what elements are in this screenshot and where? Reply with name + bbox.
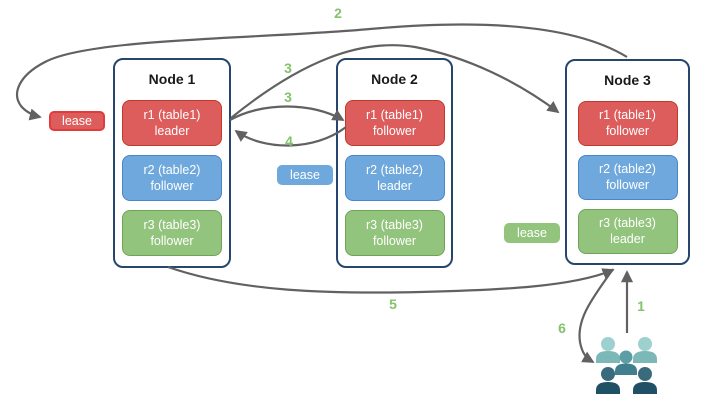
replica-role: follower	[372, 124, 417, 138]
step-label-6: 6	[558, 320, 566, 336]
node-1-title: Node 1	[148, 71, 196, 87]
arrow-step-5	[167, 265, 615, 294]
replica-name: r3 (table3)	[366, 217, 423, 232]
lease-badge-blue: lease	[277, 165, 333, 185]
replica-role: leader	[610, 232, 645, 247]
replica-name: r1 (table1)	[143, 107, 201, 122]
replica-name: r1 (table1)	[599, 107, 656, 122]
node-1: Node 1 r1 (table1) leader r2 (table2) fo…	[113, 58, 231, 268]
user-figure	[596, 367, 620, 394]
users-group-icon	[596, 337, 657, 394]
node-3-replica-r2: r2 (table2) follower	[577, 154, 678, 200]
replica-name: r2 (table2)	[599, 162, 656, 177]
node-2-replica-r2: r2 (table2) leader	[344, 155, 445, 201]
node-3: Node 3 r1 (table1) follower r2 (table2) …	[565, 59, 690, 265]
replica-role: follower	[150, 179, 194, 193]
step-label-2: 2	[334, 5, 342, 21]
user-figure	[615, 350, 637, 375]
node-2-title: Node 2	[371, 71, 418, 87]
user-figure	[633, 337, 657, 363]
replica-role: leader	[154, 124, 190, 138]
node-1-replica-r3: r3 (table3) follower	[122, 210, 222, 256]
replica-name: r2 (table2)	[143, 162, 201, 177]
lease-badge-red: lease	[49, 111, 105, 131]
step-label-3a: 3	[284, 60, 292, 76]
step-label-4: 4	[285, 133, 293, 149]
node-2-replica-r1: r1 (table1) follower	[344, 100, 445, 146]
lease-badge-green: lease	[504, 223, 560, 243]
node-3-replica-r1: r1 (table1) follower	[577, 100, 678, 146]
replica-role: follower	[605, 178, 650, 193]
step-label-1: 1	[637, 298, 645, 314]
replica-name: r3 (table3)	[143, 217, 201, 232]
replica-name: r2 (table2)	[366, 162, 423, 177]
arrow-step-2	[16, 23, 628, 121]
node-2: Node 2 r1 (table1) follower r2 (table2) …	[336, 58, 453, 268]
replica-role: follower	[150, 234, 194, 248]
user-figure	[633, 367, 657, 394]
arrow-step-6	[578, 268, 614, 363]
step-label-3b: 3	[284, 89, 292, 105]
user-figure	[596, 337, 620, 363]
replica-name: r3 (table3)	[599, 216, 656, 231]
node-3-replica-r3: r3 (table3) leader	[577, 208, 678, 254]
node-1-replica-r2: r2 (table2) follower	[122, 155, 222, 201]
replica-role: follower	[605, 124, 650, 139]
node-2-replica-r3: r3 (table3) follower	[344, 210, 445, 256]
replica-role: leader	[377, 179, 412, 193]
step-label-5: 5	[389, 296, 397, 312]
arrow-step-3-to-node2	[229, 105, 345, 121]
replica-name: r1 (table1)	[366, 107, 423, 122]
node-1-replica-r1: r1 (table1) leader	[122, 100, 222, 146]
node-3-title: Node 3	[604, 72, 651, 88]
replica-role: follower	[372, 234, 417, 248]
